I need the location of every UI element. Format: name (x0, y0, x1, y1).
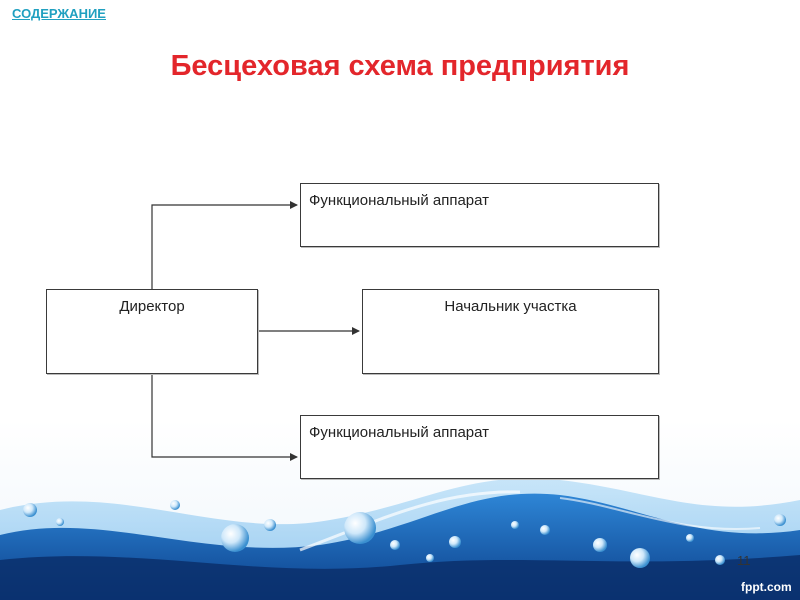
section-chief-box: Начальник участка (362, 289, 659, 374)
functional-apparatus-top-box: Функциональный аппарат (300, 183, 659, 247)
functional-apparatus-bottom-label: Функциональный аппарат (309, 424, 490, 441)
functional-apparatus-top-label: Функциональный аппарат (309, 192, 490, 209)
wave-decoration (0, 478, 800, 600)
connector-director-to-functional-bottom (151, 374, 298, 461)
page-number: 11 (737, 553, 751, 568)
connector-director-to-functional-top (151, 201, 298, 289)
director-label: Директор (119, 298, 185, 315)
contents-link[interactable]: СОДЕРЖАНИЕ (12, 6, 106, 21)
functional-apparatus-bottom-box: Функциональный аппарат (300, 415, 659, 479)
slide-title: Бесцеховая схема предприятия (170, 50, 630, 82)
director-box: Директор (46, 289, 258, 374)
brand-label: fppt.com (741, 580, 792, 594)
section-chief-label: Начальник участка (444, 298, 577, 315)
